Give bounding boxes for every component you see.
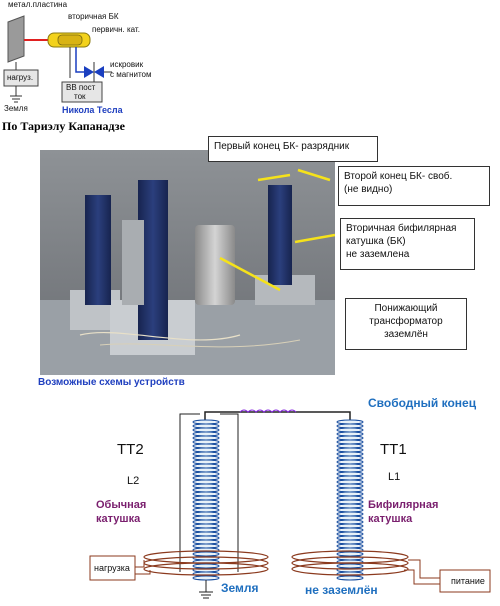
l1-label: L1	[388, 471, 401, 483]
metal-plate	[7, 15, 25, 63]
callout-step-down: Понижающий трансформатор заземлён	[345, 298, 467, 350]
device-photo-drawing	[40, 150, 335, 375]
top-caption: По Тариэлу Капанадзе	[2, 119, 125, 133]
load-label-schematic: нагрузка	[94, 563, 130, 573]
spark-gap-icon	[84, 66, 94, 78]
tt2-frame	[179, 413, 200, 572]
load-box	[3, 69, 39, 87]
power-label: питание	[451, 576, 485, 586]
not-grounded-label: не заземлён	[305, 583, 378, 597]
callout-bifilar-coil: Вторичная бифилярная катушка (БК) не заз…	[340, 218, 475, 270]
metal-plate-label: метал.пластина	[8, 0, 68, 9]
spark-gap-label: искровик	[110, 60, 144, 69]
arrow-3	[294, 233, 335, 244]
arrow-4	[219, 256, 281, 292]
secondary-label: вторичная БК	[68, 12, 119, 21]
top-conductor	[204, 411, 351, 422]
author-label: Никола Тесла	[62, 105, 123, 115]
free-end-label: Свободный конец	[368, 396, 477, 410]
spark-gap-schematic	[239, 409, 297, 413]
arrow-2	[297, 168, 331, 182]
coil-l2	[192, 419, 220, 581]
arrow-1	[257, 173, 291, 182]
callout-second-end: Второй конец БК- своб. (не видно)	[338, 166, 490, 206]
hv-source-box	[61, 81, 103, 103]
load-label: нагруз.	[7, 73, 34, 82]
l2-label: L2	[127, 475, 140, 487]
ground-label: Земля	[4, 104, 28, 113]
coil-schematic	[89, 409, 491, 599]
ground-label-schematic: Земля	[221, 581, 259, 595]
bifilar-coil-label: Бифилярная катушка	[368, 499, 439, 525]
spark-gap-label-2: с магнитом	[110, 70, 152, 79]
tt1-label: TT1	[380, 441, 407, 458]
tesla-circuit-sketch	[3, 15, 112, 103]
load-box-schematic	[89, 555, 136, 581]
photo-caption: Возможные схемы устройств	[38, 377, 185, 388]
ordinary-coil-label: Обычная катушка	[96, 499, 147, 525]
tt2-label: TT2	[117, 441, 144, 458]
power-box	[439, 569, 491, 593]
primary-coil	[57, 34, 83, 46]
callout-first-end: Первый конец БК- разрядник	[208, 136, 378, 162]
hv-label: ВВ пост	[66, 83, 96, 92]
coil-l1	[336, 419, 364, 581]
device-photo	[40, 150, 335, 375]
hv-label-2: ток	[74, 92, 86, 101]
primary-label: первичн. кат.	[92, 25, 140, 34]
